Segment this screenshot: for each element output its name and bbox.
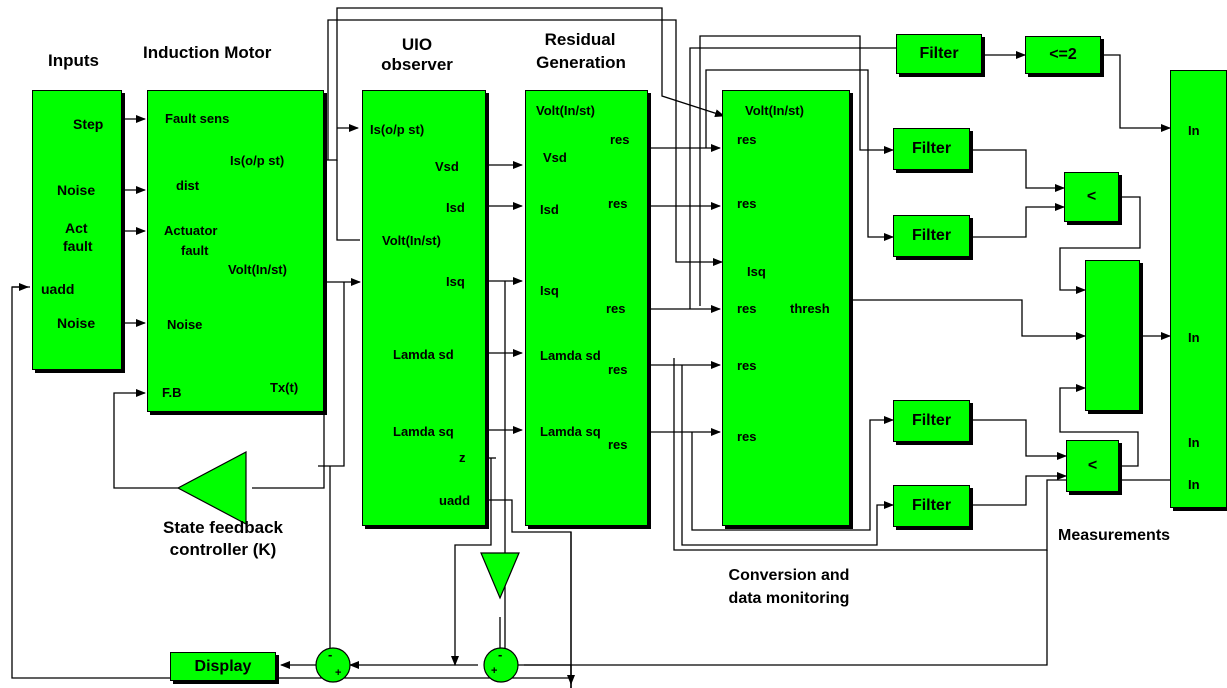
filter-2-label: Filter — [911, 140, 952, 157]
port-noise-2: Noise — [57, 315, 96, 331]
measurement-port-4: In — [1188, 477, 1200, 492]
port-isq: Isq — [540, 283, 559, 298]
residual-title-2: Generation — [536, 53, 626, 72]
port-is-out: Is(o/p st) — [230, 153, 285, 168]
port-dist: dist — [176, 178, 200, 193]
filter-5[interactable]: Filter — [893, 485, 970, 527]
port-noise-1: Noise — [57, 182, 96, 198]
controller-gain-triangle — [176, 451, 247, 525]
controller-title-1: State feedback — [163, 518, 283, 537]
filter-2[interactable]: Filter — [893, 128, 970, 170]
display-block[interactable]: Display — [170, 652, 276, 681]
sum2-plus: + — [491, 665, 498, 677]
port-step: Step — [73, 116, 104, 132]
port-act: Act — [65, 220, 88, 236]
inputs-block[interactable]: Step Noise Act fault uadd Noise — [32, 90, 122, 370]
compare-lt-1-label: < — [1086, 188, 1097, 205]
port-res-3: res — [606, 301, 626, 316]
measurement-port-1: In — [1188, 123, 1200, 138]
port-tx: Tx(t) — [270, 380, 299, 395]
measurement-port-3: In — [1188, 435, 1200, 450]
conversion-title-2: data monitoring — [728, 590, 850, 607]
measurement-port-2: In — [1188, 330, 1200, 345]
compare-le-2[interactable]: <=2 — [1025, 36, 1101, 74]
compare-lt-2[interactable]: < — [1066, 440, 1119, 492]
port-actuator: Actuator — [164, 223, 218, 238]
port-thresh: thresh — [790, 301, 830, 316]
port-is-in: Is(o/p st) — [370, 122, 425, 137]
port-uadd: uadd — [41, 281, 75, 297]
sum1-plus: + — [335, 667, 342, 679]
port-res-3: res — [737, 301, 757, 316]
port-res-2: res — [737, 196, 757, 211]
port-res-4: res — [737, 358, 757, 373]
controller-title-2: controller (K) — [169, 540, 277, 559]
port-fault-sens: Fault sens — [165, 111, 230, 126]
port-volt: Volt(In/st) — [228, 262, 287, 277]
observer-title-1: UIO — [401, 35, 433, 54]
port-noise: Noise — [167, 317, 203, 332]
port-act-fault: fault — [181, 243, 209, 258]
filter-1-label: Filter — [919, 45, 959, 62]
switch-block[interactable] — [1085, 260, 1140, 411]
sum2-minus: - — [498, 647, 503, 662]
port-isq: Isq — [446, 274, 465, 289]
port-vsd: Vsd — [435, 159, 459, 174]
port-fault: fault — [63, 238, 93, 254]
port-res-1: res — [610, 132, 630, 147]
port-fb: F.B — [162, 385, 182, 400]
observer-title-2: observer — [381, 55, 453, 74]
port-res-5: res — [737, 429, 757, 444]
port-volt-in: Volt(In/st) — [536, 103, 595, 118]
port-res-4: res — [608, 362, 628, 377]
filter-4-label: Filter — [911, 412, 952, 429]
port-res-5: res — [608, 437, 628, 452]
port-volt-in: Volt(In/st) — [382, 233, 441, 248]
port-volt-in: Volt(In/st) — [745, 103, 804, 118]
motor-title: Induction Motor — [143, 43, 272, 62]
port-lamda-sd: Lamda sd — [393, 347, 454, 362]
measurements-block[interactable]: In In In In — [1170, 70, 1227, 508]
gain-triangle — [480, 552, 520, 600]
port-isd: Isd — [540, 202, 559, 217]
uio-observer-block[interactable]: Is(o/p st) Vsd Isd Volt(In/st) Isq Lamda… — [362, 90, 486, 526]
port-isd: Isd — [446, 200, 465, 215]
filter-3-label: Filter — [911, 227, 952, 244]
inputs-title: Inputs — [48, 51, 99, 70]
sum1-minus: - — [328, 647, 333, 662]
conversion-title-1: Conversion and — [728, 567, 850, 584]
compare-le-2-label: <=2 — [1049, 46, 1077, 63]
filter-1[interactable]: Filter — [896, 34, 982, 74]
port-z: z — [459, 450, 466, 465]
port-lamda-sq: Lamda sq — [540, 424, 601, 439]
sum-circle-left — [315, 647, 351, 683]
compare-lt-1[interactable]: < — [1064, 172, 1119, 222]
residual-generation-block[interactable]: Volt(In/st) res Vsd Isd res Isq res Lamd… — [525, 90, 648, 526]
compare-lt-2-label: < — [1087, 457, 1098, 474]
filter-3[interactable]: Filter — [893, 215, 970, 257]
induction-motor-block[interactable]: Fault sens Is(o/p st) dist Actuator faul… — [147, 90, 324, 412]
port-uadd: uadd — [439, 493, 471, 508]
display-label: Display — [194, 657, 252, 675]
conversion-block[interactable]: Volt(In/st) res res Isq res thresh res r… — [722, 90, 850, 526]
measurements-title: Measurements — [1058, 527, 1171, 544]
port-vsd: Vsd — [543, 150, 567, 165]
port-res-1: res — [737, 132, 757, 147]
port-lamda-sd: Lamda sd — [540, 348, 601, 363]
filter-5-label: Filter — [911, 497, 952, 514]
residual-title-1: Residual — [544, 30, 616, 49]
sum-circle-right — [483, 647, 519, 683]
port-isq: Isq — [747, 264, 766, 279]
filter-4[interactable]: Filter — [893, 400, 970, 442]
port-res-2: res — [608, 196, 628, 211]
port-lamda-sq: Lamda sq — [393, 424, 454, 439]
